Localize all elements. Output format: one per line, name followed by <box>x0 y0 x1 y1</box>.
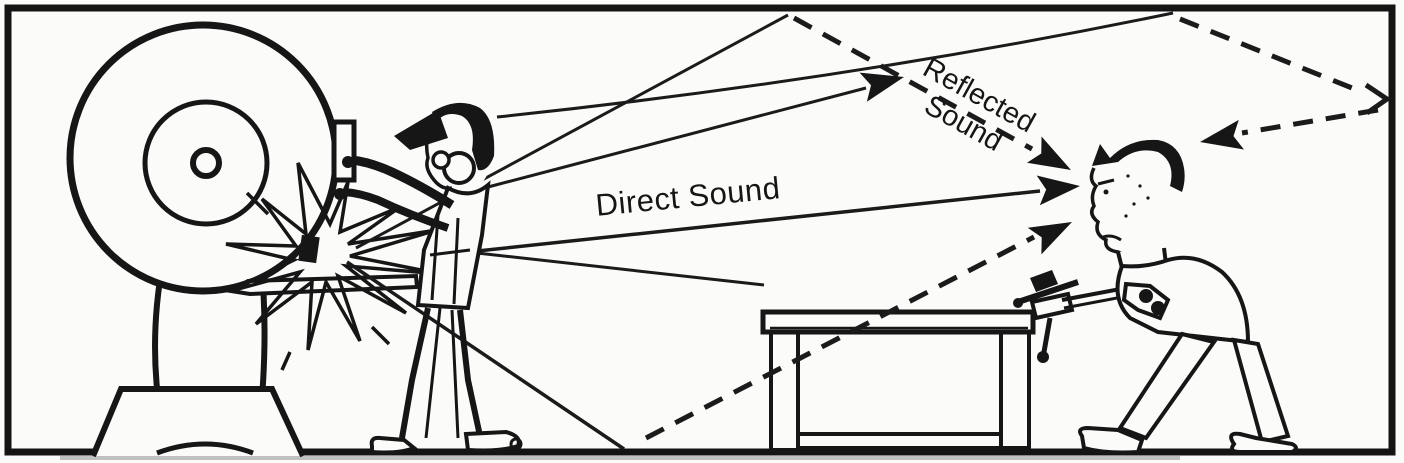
listener-leg-back <box>1231 337 1291 445</box>
solid-arrowhead-icon <box>1036 171 1082 206</box>
listener-torso <box>1115 255 1251 345</box>
vise-icon <box>1013 270 1171 363</box>
operator-cap <box>394 110 448 150</box>
tool-rest <box>331 119 357 183</box>
ray-to-floor <box>346 260 625 451</box>
machine-base <box>90 386 306 458</box>
operator-arm-lower <box>343 188 450 232</box>
workbench-icon <box>760 309 1036 452</box>
listener-leg-front <box>1116 331 1218 441</box>
vise-lever <box>1041 317 1053 353</box>
dashed-arrowhead-icon <box>1026 136 1079 184</box>
operator-hair <box>432 102 495 171</box>
wheel-hub <box>190 147 222 179</box>
wall-return-arrowhead-icon <box>1197 119 1244 157</box>
machine-base-arc <box>156 441 254 456</box>
listener-figure-icon <box>1078 139 1298 455</box>
ray-to-ceiling-left <box>355 13 789 250</box>
floor-reflection-dashed <box>644 234 1036 441</box>
bench-leg-left <box>769 330 800 452</box>
bench-lower-rail <box>796 432 1003 450</box>
bench-leg-right <box>999 330 1031 450</box>
ray-to-bench <box>467 250 765 287</box>
sound-paths <box>346 11 1392 451</box>
direct-sound-line <box>467 189 1041 254</box>
ray-with-mid-arrow <box>487 86 867 189</box>
operator-shoe-left <box>369 435 418 455</box>
operator-leg-front <box>399 307 431 439</box>
operator-torso <box>415 180 491 311</box>
operator-figure-icon <box>334 102 523 455</box>
grinding-wheel <box>66 21 340 295</box>
ceiling-reflection-dashed <box>792 15 1034 152</box>
ray-to-ceiling-right <box>496 11 1174 119</box>
operator-face <box>424 121 453 191</box>
listener-shoe-front <box>1078 425 1145 455</box>
room-frame <box>4 4 1396 460</box>
operator-arm-upper <box>351 155 455 209</box>
operator-shoe-right <box>463 429 521 453</box>
grinder-machine <box>66 21 420 458</box>
vise-handle-bar <box>1017 279 1079 305</box>
listener-mouth <box>1102 234 1122 242</box>
wheel-inner-ring <box>142 99 270 227</box>
chevron-arrowhead-icon <box>1364 82 1392 116</box>
wall-reflection-dashed <box>1241 107 1379 136</box>
listener-hair <box>1092 139 1185 192</box>
listener-shoe-back <box>1229 431 1298 454</box>
operator-leg-back <box>457 309 483 437</box>
floor-return-arrowhead-icon <box>1027 208 1079 255</box>
wall-bound-dashed <box>1179 16 1363 95</box>
